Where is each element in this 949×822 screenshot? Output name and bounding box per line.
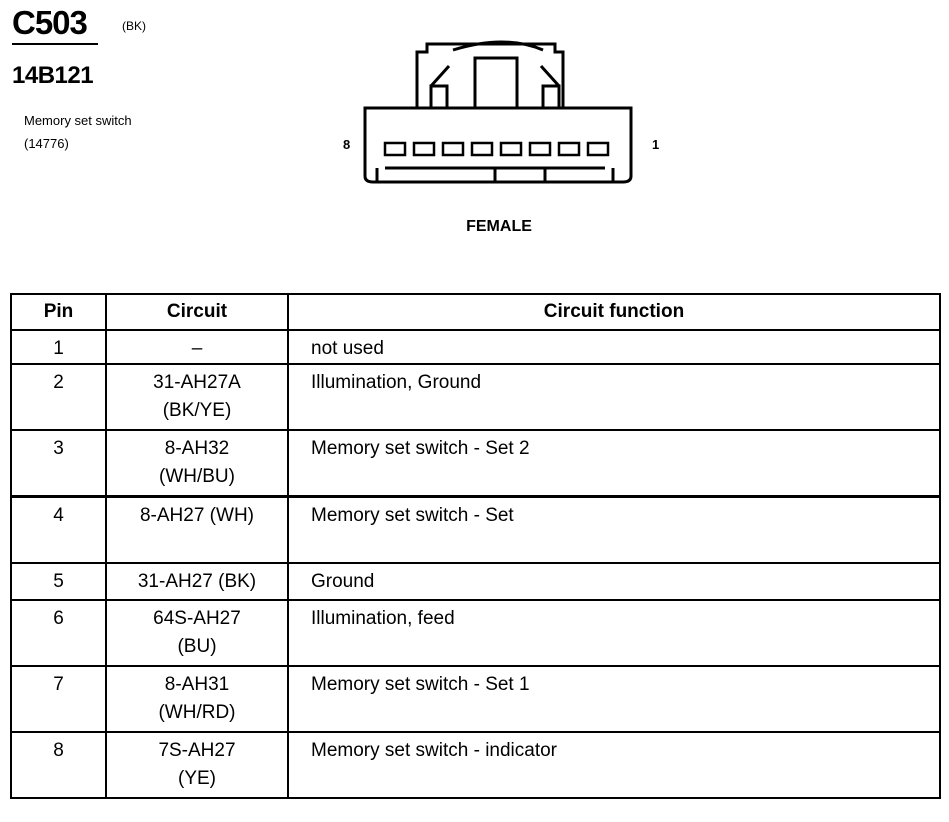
- circuit-color-line: (WH/RD): [158, 702, 236, 723]
- function-cell: Memory set switch - Set 1: [287, 665, 941, 733]
- pin-cell: 5: [10, 562, 107, 601]
- connector-color-code: (BK): [122, 19, 146, 33]
- circuit-cell: 8-AH31 (WH/RD): [105, 665, 289, 733]
- connector-gender-label: FEMALE: [466, 218, 532, 235]
- circuit-line: 31-AH27A: [153, 372, 241, 393]
- circuit-line: 8-AH32: [164, 438, 230, 459]
- circuit-line: 8-AH31: [164, 674, 230, 695]
- table-row: 1 – not used: [10, 329, 941, 365]
- pin-cell: 8: [10, 731, 107, 799]
- header-pin: Pin: [10, 293, 107, 331]
- pin-table: Pin Circuit Circuit function 1 – not use…: [10, 293, 941, 799]
- circuit-cell: 7S-AH27 (YE): [105, 731, 289, 799]
- pin-cell: 6: [10, 599, 107, 667]
- table-row: 2 31-AH27A (BK/YE) Illumination, Ground: [10, 363, 941, 431]
- table-row: 4 8-AH27 (WH) Memory set switch - Set: [10, 495, 941, 564]
- function-cell: Memory set switch - Set 2: [287, 429, 941, 498]
- part-number: 14B121: [12, 62, 94, 89]
- pin-cell: 4: [10, 495, 107, 564]
- circuit-color-line: (BK/YE): [162, 400, 232, 421]
- connector-id: C503: [12, 4, 88, 41]
- header-circuit: Circuit: [105, 293, 289, 331]
- connector-id-underline: [12, 43, 98, 45]
- circuit-line: –: [191, 338, 203, 359]
- table-row: 5 31-AH27 (BK) Ground: [10, 562, 941, 601]
- circuit-cell: –: [105, 329, 289, 365]
- component-part-number: (14776): [24, 136, 69, 151]
- circuit-line: 64S-AH27: [153, 608, 241, 629]
- circuit-cell: 31-AH27A (BK/YE): [105, 363, 289, 431]
- table-header-row: Pin Circuit Circuit function: [10, 293, 941, 331]
- circuit-cell: 8-AH32 (WH/BU): [105, 429, 289, 498]
- circuit-cell: 31-AH27 (BK): [105, 562, 289, 601]
- circuit-line: 8-AH27 (WH): [139, 505, 254, 526]
- table-row: 7 8-AH31 (WH/RD) Memory set switch - Set…: [10, 665, 941, 733]
- circuit-line: 7S-AH27: [158, 740, 236, 761]
- pin-label-left: 8: [343, 137, 351, 152]
- pin-cell: 2: [10, 363, 107, 431]
- circuit-color-line: (YE): [178, 768, 216, 789]
- function-cell: Illumination, feed: [287, 599, 941, 667]
- circuit-cell: 8-AH27 (WH): [105, 495, 289, 564]
- pin-cell: 3: [10, 429, 107, 498]
- circuit-line: 31-AH27 (BK): [137, 571, 257, 592]
- table-row: 6 64S-AH27 (BU) Illumination, feed: [10, 599, 941, 667]
- function-cell: Memory set switch - Set: [287, 495, 941, 564]
- pin-cell: 7: [10, 665, 107, 733]
- function-cell: Ground: [287, 562, 941, 601]
- pin-label-right: 1: [652, 137, 660, 152]
- pin-cell: 1: [10, 329, 107, 365]
- function-cell: Memory set switch - indicator: [287, 731, 941, 799]
- header-circuit-function: Circuit function: [287, 293, 941, 331]
- component-name: Memory set switch: [24, 113, 132, 128]
- circuit-color-line: (WH/BU): [159, 466, 235, 487]
- circuit-cell: 64S-AH27 (BU): [105, 599, 289, 667]
- function-cell: not used: [287, 329, 941, 365]
- connector-face-drawing: [363, 40, 633, 184]
- table-row: 8 7S-AH27 (YE) Memory set switch - indic…: [10, 731, 941, 799]
- circuit-color-line: (BU): [177, 636, 217, 657]
- table-row: 3 8-AH32 (WH/BU) Memory set switch - Set…: [10, 429, 941, 498]
- function-cell: Illumination, Ground: [287, 363, 941, 431]
